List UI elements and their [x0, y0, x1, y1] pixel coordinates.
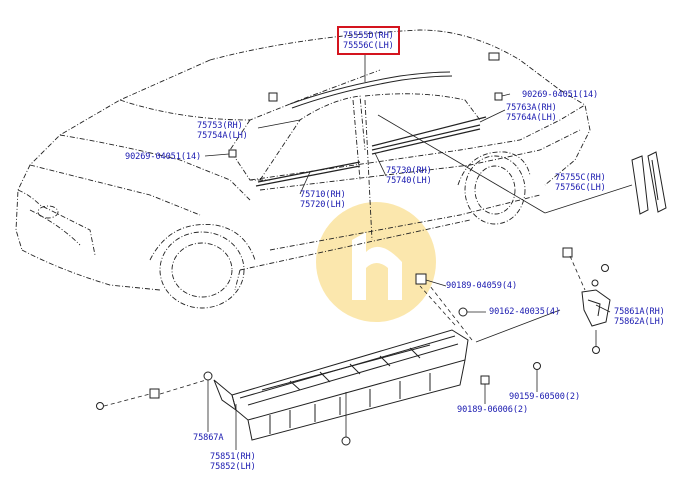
toyota-parts-logo-icon: [316, 202, 436, 322]
callout-clip-roof[interactable]: 90269-04051(14): [522, 90, 598, 100]
car-body-outline: [15, 29, 591, 291]
part-number: 90269-04051(14): [125, 152, 202, 162]
callout-screw-bottom[interactable]: 90159-60500(2): [509, 392, 580, 402]
dashed-connectors: [103, 255, 586, 407]
wheel-front: [149, 224, 256, 309]
part-number: 75740(LH): [386, 176, 432, 186]
part-number: 75730(RH): [386, 166, 432, 176]
rocker-panel-moulding: [213, 329, 469, 441]
callout-roof-drip[interactable]: 75555D(RH) 75556C(LH): [343, 31, 394, 51]
callout-mudguard[interactable]: 75861A(RH) 75862A(LH): [614, 307, 665, 327]
leader-lines: [204, 54, 633, 450]
part-number: 75851(RH): [210, 452, 256, 462]
part-number: 75861A(RH): [614, 307, 665, 317]
callout-clip-front[interactable]: 90269-04051(14): [125, 152, 201, 162]
fasteners: [96, 52, 609, 446]
part-number: 75756C(LH): [555, 183, 606, 193]
wheel-rear: [457, 151, 531, 225]
part-number: 75763A(RH): [506, 103, 557, 113]
callout-rear-door-side[interactable]: 75730(RH) 75740(LH): [386, 166, 432, 186]
callout-rear-pillar[interactable]: 75755C(RH) 75756C(LH): [555, 173, 606, 193]
rear-pillar-garnish: [631, 151, 667, 215]
part-number: 75555D(RH): [343, 31, 394, 41]
part-number: 75720(LH): [300, 200, 346, 210]
part-number: 90159-60500(2): [509, 392, 581, 402]
callout-front-mudguard[interactable]: 75867A: [193, 433, 224, 443]
part-number: 75862A(LH): [614, 317, 665, 327]
callout-nut-bottom[interactable]: 90189-06006(2): [457, 405, 528, 415]
callout-nut-top[interactable]: 90189-04059(4): [446, 281, 517, 291]
part-number: 75852(LH): [210, 462, 256, 472]
callout-front-door-side[interactable]: 75710(RH) 75720(LH): [300, 190, 346, 210]
mudguard-bracket: [581, 289, 611, 327]
callout-rear-door-belt[interactable]: 75763A(RH) 75764A(LH): [506, 103, 557, 123]
part-number: 75754A(LH): [197, 131, 248, 141]
part-number: 75710(RH): [300, 190, 346, 200]
callout-rocker-moulding[interactable]: 75851(RH) 75852(LH): [210, 452, 256, 472]
part-number: 75867A: [193, 433, 224, 443]
part-number: 90269-04051(14): [522, 90, 599, 100]
part-number: 75556C(LH): [343, 41, 394, 51]
callout-screw-top[interactable]: 90162-40035(4): [489, 307, 560, 317]
part-number: 90189-04059(4): [446, 281, 518, 291]
part-number: 90162-40035(4): [489, 307, 561, 317]
door-outlines: [259, 93, 481, 241]
highlighted-part-box: [337, 26, 400, 55]
roof-drip-moulding: [289, 71, 453, 109]
part-number: 75764A(LH): [506, 113, 557, 123]
part-number: 75755C(RH): [555, 173, 606, 183]
part-number: 75753(RH): [197, 121, 243, 131]
part-number: 90189-06006(2): [457, 405, 529, 415]
callout-front-door-belt[interactable]: 75753(RH) 75754A(LH): [197, 121, 248, 141]
